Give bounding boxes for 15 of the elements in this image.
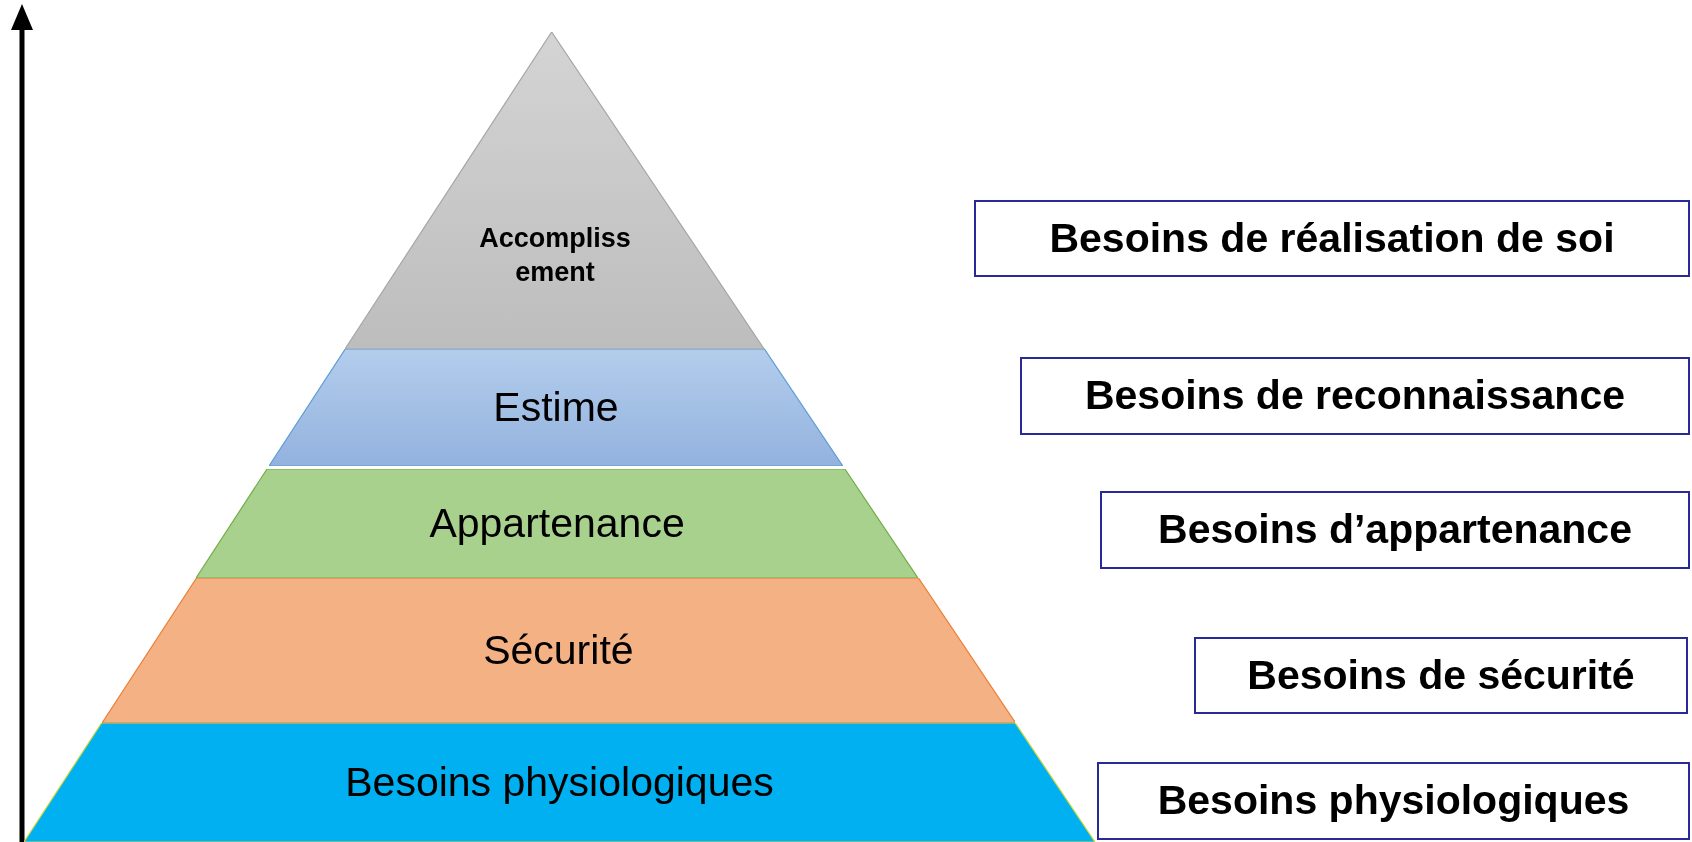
pyramid-level — [269, 349, 843, 466]
pyramid-level — [345, 32, 765, 349]
need-box: Besoins de reconnaissance — [1020, 357, 1690, 435]
level-label: Appartenance — [429, 498, 685, 548]
need-box: Besoins d’appartenance — [1100, 491, 1690, 569]
level-label: Sécurité — [483, 625, 634, 675]
level-label: Besoins physiologiques — [345, 757, 774, 807]
level-label: Estime — [493, 382, 619, 432]
pyramid-level — [196, 469, 918, 578]
need-box: Besoins physiologiques — [1097, 762, 1690, 840]
level-label: Accomplissement — [478, 222, 632, 289]
need-box: Besoins de réalisation de soi — [974, 200, 1690, 277]
pyramid-level — [101, 578, 1016, 723]
need-box: Besoins de sécurité — [1194, 637, 1688, 714]
pyramid-level — [24, 723, 1095, 842]
